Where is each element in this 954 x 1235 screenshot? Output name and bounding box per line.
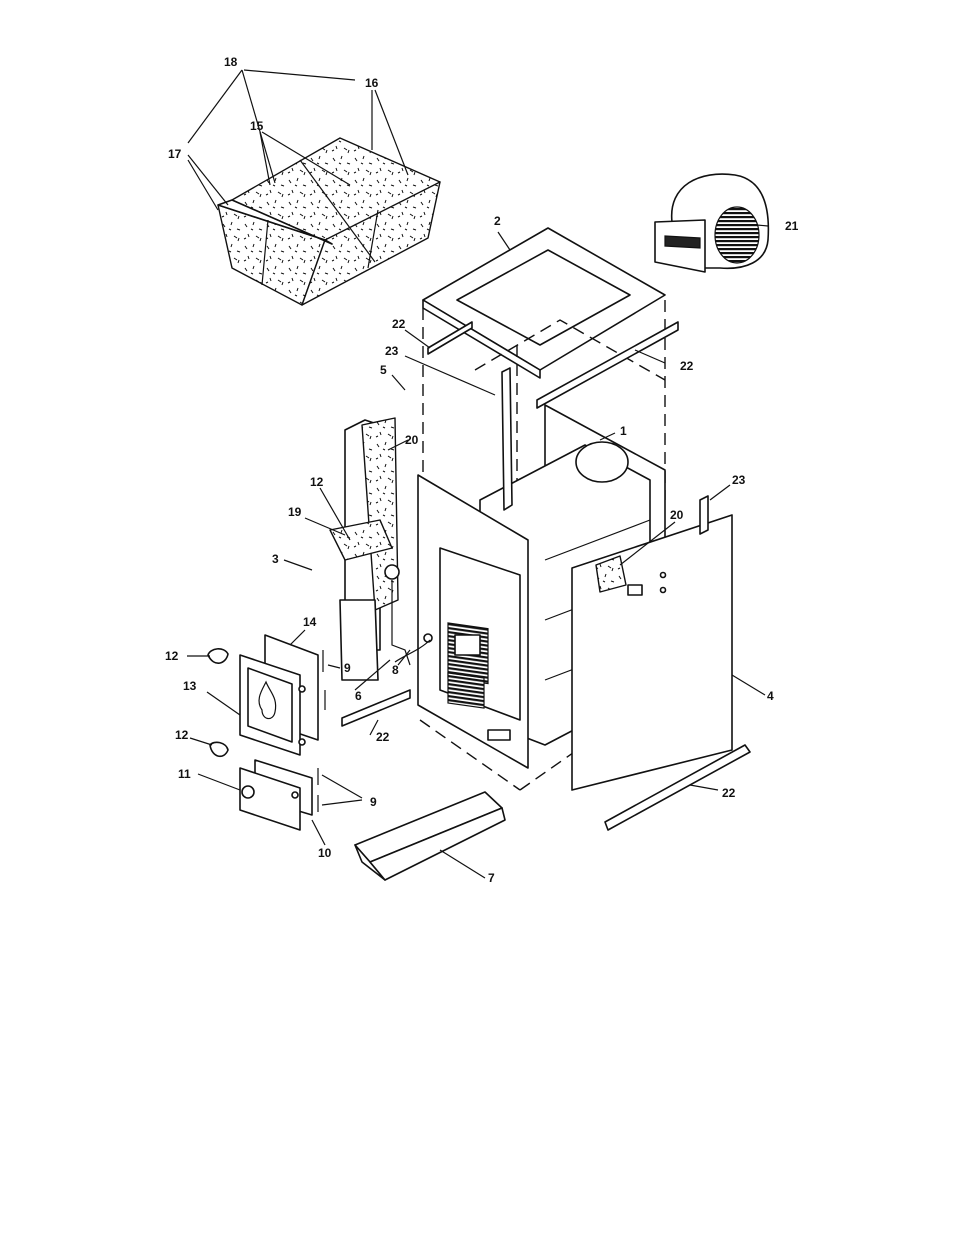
callout-20-right: 20 (670, 508, 684, 522)
blower-wheel (715, 207, 759, 263)
callout-23-right: 23 (732, 473, 746, 487)
side-panel-slot (628, 585, 642, 595)
door-screw (299, 686, 305, 692)
front-label-plate (488, 730, 510, 740)
door-screw (299, 739, 305, 745)
callout-9-upper: 9 (344, 661, 351, 675)
callout-15: 15 (250, 119, 264, 133)
filter-box-assembly (218, 138, 440, 305)
side-panel-hole (661, 573, 666, 578)
callout-8: 8 (392, 663, 399, 677)
callout-14: 14 (303, 615, 317, 629)
callout-12-top: 12 (310, 475, 324, 489)
knob-12-upper (208, 649, 228, 663)
callout-23-top: 23 (385, 344, 399, 358)
door-screw (292, 792, 298, 798)
pilot-opening (424, 634, 432, 642)
lower-door-sight (242, 786, 254, 798)
callout-16: 16 (365, 76, 379, 90)
callout-7: 7 (488, 871, 495, 885)
callout-12-bottom: 12 (175, 728, 189, 742)
callout-22-bottom: 22 (722, 786, 736, 800)
callout-13: 13 (183, 679, 197, 693)
base-tray (355, 792, 505, 880)
callout-3: 3 (272, 552, 279, 566)
callout-19: 19 (288, 505, 302, 519)
trim-strip-22-lower-left (342, 690, 410, 726)
flue-collar (576, 442, 628, 482)
callout-1: 1 (620, 424, 627, 438)
callout-6: 6 (355, 689, 362, 703)
callout-10: 10 (318, 846, 332, 860)
control-knob-area (455, 635, 480, 655)
callout-17: 17 (168, 147, 182, 161)
lower-grille (448, 673, 484, 708)
callout-20-left: 20 (405, 433, 419, 447)
side-panel-hole (661, 588, 666, 593)
trim-strip-23-left (502, 368, 512, 510)
callout-11: 11 (178, 767, 191, 781)
callout-22-top-left: 22 (392, 317, 406, 331)
callout-2: 2 (494, 214, 501, 228)
callout-22-top-right: 22 (680, 359, 694, 373)
thermostat-knob (385, 565, 399, 579)
trim-strip-22-top-left (428, 322, 472, 354)
callout-5: 5 (380, 363, 387, 377)
callout-22-lower-left: 22 (376, 730, 390, 744)
trim-strip-23-right (700, 496, 708, 534)
callout-18: 18 (224, 55, 238, 69)
callout-9-lower: 9 (370, 795, 377, 809)
blower-outlet-opening (665, 236, 700, 248)
callout-4: 4 (767, 689, 774, 703)
knob-12-lower (210, 742, 228, 756)
callout-12-middle: 12 (165, 649, 179, 663)
upper-access-door (240, 635, 318, 755)
side-panel-insulation (330, 418, 398, 680)
blower-assembly (655, 174, 768, 272)
callout-21: 21 (785, 219, 799, 233)
lower-access-door (240, 760, 312, 830)
